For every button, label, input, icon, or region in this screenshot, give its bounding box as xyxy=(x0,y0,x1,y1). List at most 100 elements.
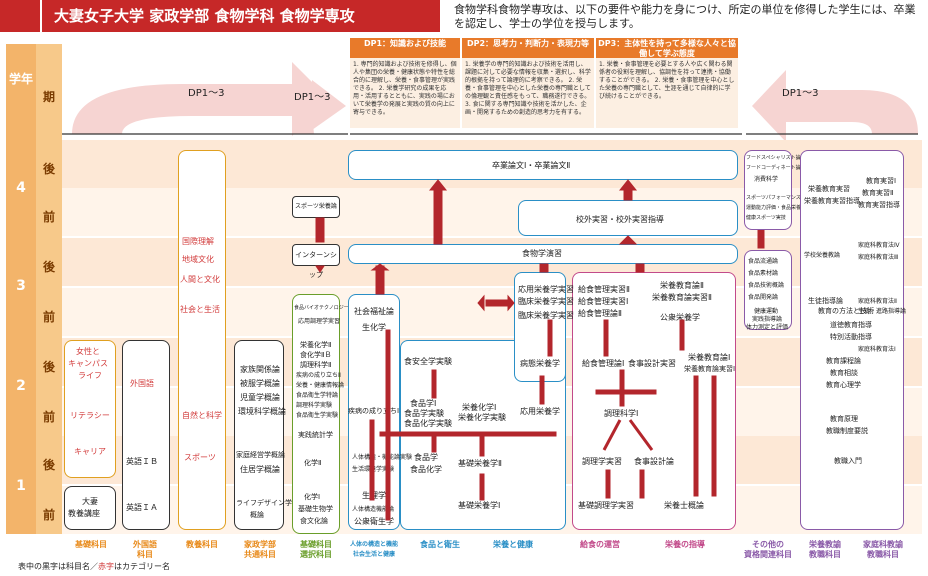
shokuhin-j: 食品学実験 xyxy=(404,409,444,418)
year-1: 1 xyxy=(16,478,26,494)
koshueiyo: 公衆栄養学 xyxy=(660,313,700,322)
rinsho-j: 臨床栄養学実習 xyxy=(518,297,574,306)
gaikoku-b: 英語ＩＢ xyxy=(126,457,158,466)
shikaku-frame-b xyxy=(744,250,792,330)
sentaku-intern: インターンシップ xyxy=(292,244,340,279)
shikaku-c: 消費科学 xyxy=(754,176,779,183)
sotsuron-label: 卒業論文Ⅰ・卒業論文Ⅱ xyxy=(492,161,571,170)
shikaku-e: 運動能力評価・食品栄養 xyxy=(746,205,802,211)
kyotsu-f: 住居学概論 xyxy=(240,465,280,474)
seika: 生化学 xyxy=(362,323,386,332)
kyoshoku-f: 教育実習Ⅱ xyxy=(862,189,894,197)
year-3: 3 xyxy=(16,278,26,294)
shikaku-i: 食品技術概論 xyxy=(748,282,785,289)
term-1-early: 前 xyxy=(42,508,55,522)
shikaku-f: 健康スポーツ実技 xyxy=(746,215,786,221)
term-4-late: 後 xyxy=(42,162,55,176)
kyushoku1: 給食管理論Ⅰ xyxy=(582,359,625,368)
title-tab xyxy=(0,0,40,32)
shikaku-frame-a xyxy=(744,150,792,230)
chori-j: 調理学実習 xyxy=(582,457,622,466)
kiso-cat-b: キャンパス xyxy=(68,359,108,368)
kiso-cat-d: リテラシー xyxy=(70,411,110,420)
shippei: 疾病の成り立ちⅠ xyxy=(348,407,400,415)
year-column xyxy=(6,44,36,534)
kiso-cat-c: ライフ xyxy=(78,371,102,380)
kyoshoku-d: 生徒指導論 xyxy=(808,297,843,305)
dp2-header: DP2：思考力・判断力・表現力等 xyxy=(462,38,594,58)
gaikoku-a: 英語ＩＡ xyxy=(126,503,158,512)
cat-gaikoku: 外国語 科目 xyxy=(133,540,157,559)
sentaku-l: 食品衛生学実験 xyxy=(296,412,339,419)
term-1-late: 後 xyxy=(42,458,55,472)
sentaku-frame xyxy=(292,294,340,534)
gaikoku-frame xyxy=(122,340,170,530)
kiso-frame xyxy=(64,340,116,478)
oyo-j: 応用栄養学実習 xyxy=(518,285,574,294)
shokuka: 食品化学 xyxy=(410,465,442,474)
kyotsu-d: 環境科学概論 xyxy=(238,407,286,416)
jintai-a: 人体構造・機能論実験 xyxy=(352,454,413,461)
sentaku-n: 化学Ⅱ xyxy=(304,459,322,467)
shikaku-k: 健康運動 xyxy=(754,308,779,315)
kiso-course-a: 大妻 xyxy=(82,497,98,506)
kiso-cat-a: 女性と xyxy=(76,347,100,356)
kyotsu-g: ライフデザイン学 xyxy=(236,499,292,507)
dp3-text: 1. 栄養・食事管理を必要とする人や広く関わる関係者の役割を理解し、協調性を持っ… xyxy=(596,58,738,128)
kyoshoku-h: 教育の方法と技術 xyxy=(818,307,874,315)
enshu-label: 食物学演習 xyxy=(522,249,562,258)
dp1-text: 1. 専門的知識および技術を修得し、個人や集団の栄養・健康状態や特性を総合的に理… xyxy=(350,58,460,128)
shokuji-r: 食事設計論 xyxy=(634,457,674,466)
term-column xyxy=(36,44,62,534)
shakai: 社会福祉論 xyxy=(354,307,394,316)
shokuhingaku: 食品学 xyxy=(414,453,438,462)
kyoshoku-u: 家庭科教育法Ⅰ xyxy=(858,346,896,353)
kyotsu-a: 家族関係論 xyxy=(240,365,280,374)
eiyoshi: 栄養士概論 xyxy=(664,501,704,510)
kyoshoku-a: 栄養教育実習 xyxy=(808,185,850,193)
sotsuron-box xyxy=(348,150,738,180)
kiso2: 基礎栄養学Ⅱ xyxy=(458,459,502,468)
sentaku-f: 食化学ⅡＢ xyxy=(300,351,332,359)
sentaku-c: 食品バイオテクノロジー xyxy=(294,305,349,311)
term-2-early: 前 xyxy=(42,410,55,424)
shokuan: 食安全学実験 xyxy=(404,357,452,366)
kyoshoku-k: 教育課程論 xyxy=(826,357,861,365)
kiso-cat-e: キャリア xyxy=(74,447,106,456)
kyotsu-h: 概論 xyxy=(250,511,264,519)
shikaku-l: 実践指導論 xyxy=(752,316,783,323)
kyoshoku-q: 家庭科教育法Ⅳ xyxy=(858,242,900,249)
kyoshoku-m: 教育心理学 xyxy=(826,381,861,389)
cat-eiyo: 栄養と健康 xyxy=(493,540,533,549)
kyoshoku-s: 生徒・進路指導論 xyxy=(858,308,907,315)
jintai-c: 人体構造機能論 xyxy=(352,506,395,513)
dp-arrow-right-shape xyxy=(752,70,918,140)
cat-kyoyo: 教養科目 xyxy=(186,540,218,549)
term-3-early: 前 xyxy=(42,310,55,324)
eiyokyoiku-j: 栄養教育論実習Ⅱ xyxy=(652,293,712,302)
shokuji-j: 食事設計実習 xyxy=(628,359,676,368)
kyotsu-frame xyxy=(234,340,284,530)
kiso1: 基礎栄養学Ⅰ xyxy=(458,501,501,510)
shikaku-d: スポーツパフォーマンス論 xyxy=(746,195,806,201)
year-2: 2 xyxy=(16,378,26,394)
kyoshoku-i: 道徳教育指導 xyxy=(830,321,872,329)
chori1: 調理科学Ⅰ xyxy=(604,409,639,418)
kyoyo-f: スポーツ xyxy=(184,453,216,462)
dp-arrow-mid-label: DP1〜3 xyxy=(294,92,331,103)
shikaku-h: 食品素材論 xyxy=(748,270,779,277)
kyoshoku-j: 特別活動指導 xyxy=(830,333,872,341)
dp3-header: DP3：主体性を持って多様な人々と協働して学ぶ態度 xyxy=(596,38,738,58)
kyoyo-e: 自然と科学 xyxy=(182,411,222,420)
cat-shikaku: その他の 資格関連科目 xyxy=(744,540,792,559)
kyoshoku-n: 教育原理 xyxy=(830,415,858,423)
kyushoku2: 給食管理実習Ⅰ xyxy=(578,297,629,306)
eiyokyoiku-j1: 栄養教育論実習Ⅰ xyxy=(684,365,736,373)
cat-kyushoku: 給食の運営 xyxy=(580,540,620,549)
cat-eiyo-kyoyu: 栄養教諭 教職科目 xyxy=(809,540,841,559)
sentaku-m: 実践統計学 xyxy=(298,431,333,439)
kyoshoku-b: 栄養教育実習指導 xyxy=(804,197,860,205)
koshu: 公衆衛生学 xyxy=(354,517,394,526)
chori-k: 基礎調理学実習 xyxy=(578,501,634,510)
year-header: 学年 xyxy=(8,72,33,86)
